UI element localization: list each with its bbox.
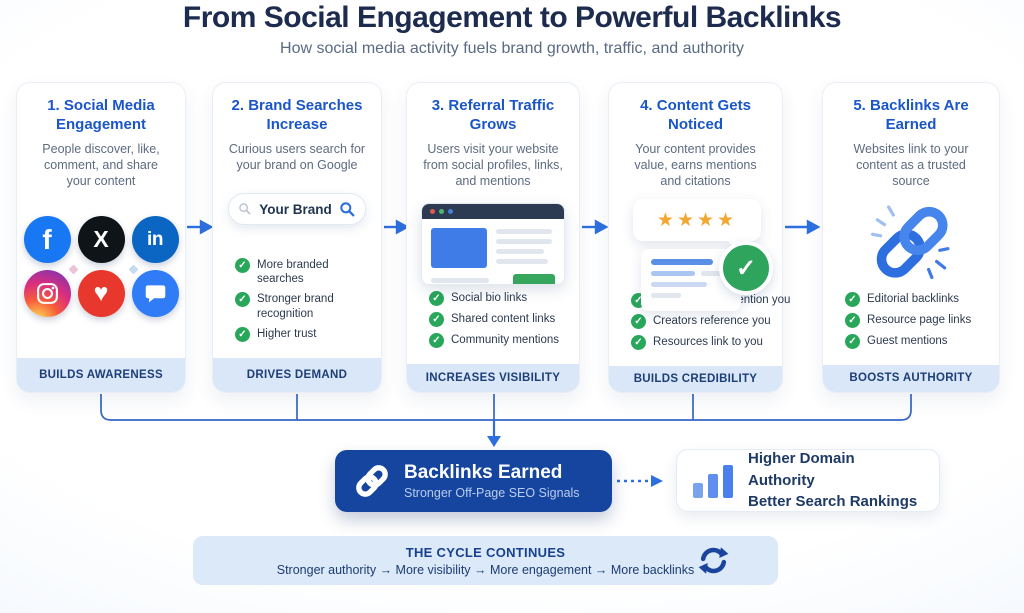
linkedin-icon: in <box>131 216 179 264</box>
check-icon <box>845 333 860 349</box>
checklist-item: Creators reference you <box>631 314 772 330</box>
card-footer-label: BUILDS AWARENESS <box>17 358 185 392</box>
card-description: Curious users search for your brand on G… <box>228 141 366 172</box>
card-title: 4. Content Gets Noticed <box>640 97 751 133</box>
domain-authority-box: Higher Domain Authority Better Search Ra… <box>676 449 940 512</box>
chain-link-icon <box>870 205 950 280</box>
card-description: Users visit your website from social pro… <box>423 141 563 189</box>
facebook-icon: f <box>23 216 71 264</box>
check-icon <box>429 333 444 349</box>
check-icon <box>235 257 250 273</box>
bar-chart-icon <box>693 464 733 498</box>
check-icon <box>845 312 860 328</box>
instagram-icon <box>23 270 71 318</box>
card-brand-searches: 2. Brand Searches Increase Curious users… <box>212 82 382 393</box>
browser-titlebar <box>422 204 564 220</box>
star-rating-bubble: ★★★★ <box>633 199 761 251</box>
check-icon <box>235 292 250 308</box>
authority-line-1: Higher Domain Authority <box>748 449 855 489</box>
card-description: Websites link to your content as a trust… <box>853 141 969 189</box>
sparkle-lines <box>927 247 950 280</box>
chain-link-icon <box>356 465 388 497</box>
window-dot-green <box>439 209 444 215</box>
card-title: 2. Brand Searches Increase <box>231 97 363 133</box>
sparkle-decoration <box>68 264 78 275</box>
card-title: 1. Social Media Engagement <box>47 97 155 133</box>
cycle-subtitle: Stronger authority → More visibility → M… <box>276 562 695 577</box>
checklist-item: Social bio links <box>429 291 569 307</box>
checklist-item: Community mentions <box>429 333 569 349</box>
card-description: People discover, like, comment, and shar… <box>42 141 160 189</box>
checklist-item: Resources link to you <box>631 335 772 351</box>
check-icon <box>845 291 860 307</box>
heart-like-icon: ♥ <box>77 270 125 318</box>
brand-search-pill: Your Brand <box>228 193 366 225</box>
bracket-lines <box>100 394 912 421</box>
card-title: 5. Backlinks Are Earned <box>853 97 969 133</box>
checklist-item: More branded searches <box>235 257 371 287</box>
search-icon <box>239 203 251 215</box>
card-social-media-engagement: 1. Social Media Engagement People discov… <box>16 82 186 393</box>
backlinks-earned-box: Backlinks Earned Stronger Off-Page SEO S… <box>335 450 612 512</box>
card-checklist: Social bio links Shared content links Co… <box>417 285 569 354</box>
sparkle-lines <box>870 205 895 238</box>
checklist-item: Stronger brand recognition <box>235 292 371 321</box>
card-title: 3. Referral Traffic Grows <box>431 97 555 133</box>
cta-button-block <box>513 274 555 285</box>
card-description: Your content provides value, earns menti… <box>634 141 757 189</box>
sparkle-decoration <box>128 264 138 275</box>
cycle-title: THE CYCLE CONTINUES <box>405 544 566 560</box>
backlinks-box-title: Backlinks Earned <box>404 461 563 483</box>
hero-block <box>431 228 487 269</box>
refresh-cycle-icon <box>698 547 729 574</box>
check-icon <box>631 335 646 351</box>
card-referral-traffic: 3. Referral Traffic Grows Users visit yo… <box>406 82 580 393</box>
check-icon <box>429 291 444 307</box>
card-content-noticed: 4. Content Gets Noticed Your content pro… <box>608 82 790 393</box>
card-backlinks-earned: 5. Backlinks Are Earned Websites link to… <box>822 82 1000 393</box>
card-checklist: More branded searches Stronger brand rec… <box>223 252 371 349</box>
browser-window-illustration <box>421 203 565 286</box>
star-rating-icon: ★★★★ <box>656 209 738 231</box>
page-subtitle: How social media activity fuels brand gr… <box>280 40 744 57</box>
checklist-item: Editorial backlinks <box>845 291 989 307</box>
checklist-item: Guest mentions <box>845 333 989 349</box>
approved-check-icon <box>719 241 773 296</box>
card-footer-label: INCREASES VISIBILITY <box>407 364 579 392</box>
checklist-item: Higher trust <box>235 327 371 342</box>
down-arrow <box>487 420 501 447</box>
window-dot-red <box>430 209 435 215</box>
cycle-continues-box: THE CYCLE CONTINUES Stronger authority →… <box>193 536 778 585</box>
card-footer-label: BOOSTS AUTHORITY <box>823 364 999 392</box>
x-twitter-icon: X <box>77 216 125 264</box>
window-dot-blue <box>448 209 453 215</box>
check-icon <box>235 327 250 342</box>
search-icon <box>340 201 355 216</box>
check-icon <box>631 314 646 330</box>
search-query-text: Your Brand <box>259 201 332 217</box>
chat-message-icon <box>131 270 179 318</box>
page-title: From Social Engagement to Powerful Backl… <box>182 1 842 34</box>
dotted-arrow <box>617 475 663 487</box>
card-footer-label: DRIVES DEMAND <box>213 358 381 392</box>
card-footer-label: BUILDS CREDIBILITY <box>609 366 782 392</box>
checklist-item: Resource page links <box>845 312 989 328</box>
backlinks-box-subtitle: Stronger Off-Page SEO Signals <box>404 486 580 501</box>
social-icons-group: f X in ♥ <box>23 195 179 358</box>
card-checklist: Editorial backlinks Resource page links … <box>833 286 989 355</box>
authority-line-2: Better Search Rankings <box>748 493 918 511</box>
checklist-item: Shared content links <box>429 312 569 328</box>
review-illustration: ★★★★ <box>619 199 777 312</box>
check-icon <box>429 312 444 328</box>
